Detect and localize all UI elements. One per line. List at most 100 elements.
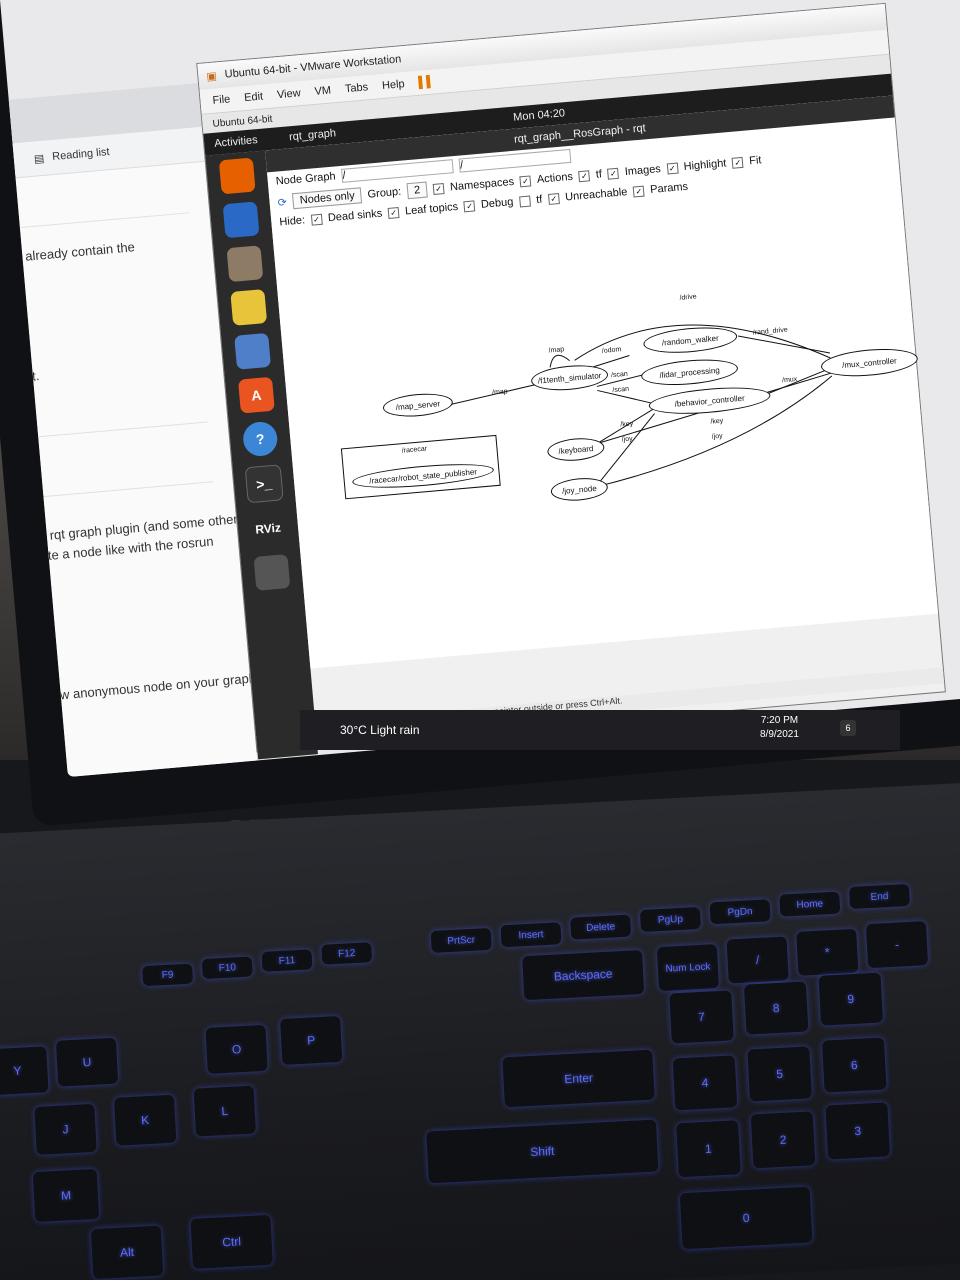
menu-edit[interactable]: Edit	[243, 90, 264, 105]
key-numlock[interactable]: Num Lock	[656, 944, 720, 992]
key-insert[interactable]: Insert	[500, 922, 562, 948]
menu-help[interactable]: Help	[381, 78, 406, 93]
software-icon[interactable]: A	[237, 376, 275, 414]
key-u[interactable]: U	[55, 1037, 119, 1087]
key-num9[interactable]: 9	[818, 972, 884, 1026]
namespaces-checkbox[interactable]: ✓	[432, 182, 445, 195]
vm-tab-ubuntu[interactable]: Ubuntu 64-bit	[212, 113, 273, 130]
refresh-icon[interactable]: ⟳	[277, 196, 288, 210]
group-label: Group:	[367, 185, 402, 201]
thunderbird-icon[interactable]	[222, 201, 260, 239]
notification-badge[interactable]: 6	[840, 720, 856, 736]
key-num3[interactable]: 3	[825, 1102, 891, 1160]
highlight-checkbox[interactable]: ✓	[666, 162, 679, 175]
key-num7[interactable]: 7	[669, 990, 734, 1044]
params-checkbox[interactable]: ✓	[632, 185, 645, 198]
key-j[interactable]: J	[34, 1103, 97, 1155]
rqt-icon[interactable]	[253, 554, 291, 591]
taskbar-date: 8/9/2021	[760, 729, 799, 740]
key-num6[interactable]: 6	[821, 1037, 887, 1093]
menu-view[interactable]: View	[276, 87, 302, 102]
reading-list-link[interactable]: Reading list	[51, 146, 111, 164]
activities-button[interactable]: Activities	[213, 134, 259, 150]
key-k[interactable]: K	[113, 1094, 177, 1146]
tf-checkbox[interactable]: ✓	[578, 169, 591, 182]
debug-label: Debug	[480, 196, 514, 211]
key-pgdn[interactable]: PgDn	[709, 899, 771, 925]
rviz-icon[interactable]: RViz	[249, 510, 287, 548]
key-o[interactable]: O	[205, 1024, 268, 1074]
terminal-icon[interactable]: >_	[244, 464, 284, 504]
key-f11[interactable]: F11	[261, 949, 313, 972]
tf2-checkbox[interactable]	[518, 195, 531, 207]
key-ctrl[interactable]: Ctrl	[190, 1214, 273, 1269]
key-prtscr[interactable]: PrtScr	[430, 927, 492, 953]
rhythmbox-icon[interactable]	[230, 289, 268, 326]
unreachable-checkbox[interactable]: ✓	[547, 192, 560, 205]
key-num8[interactable]: 8	[743, 981, 809, 1035]
vmware-icon: ▣	[205, 69, 218, 83]
page-text-line: d already contain the	[13, 239, 136, 265]
edge-label: /key	[620, 420, 634, 429]
key-divide[interactable]: /	[726, 936, 789, 984]
key-num1[interactable]: 1	[676, 1120, 741, 1178]
key-num2[interactable]: 2	[750, 1111, 816, 1169]
racecar-group-box	[340, 434, 501, 500]
key-num0[interactable]: 0	[679, 1186, 813, 1250]
key-p[interactable]: P	[280, 1015, 343, 1065]
plugin-title: Node Graph	[275, 170, 337, 188]
key-l[interactable]: L	[193, 1085, 257, 1137]
files-icon[interactable]	[226, 245, 264, 283]
key-multiply[interactable]: *	[796, 928, 859, 976]
pause-icon[interactable]: ▌▌	[418, 75, 435, 89]
key-f9[interactable]: F9	[142, 963, 194, 987]
taskbar-time: 7:20 PM	[760, 715, 799, 726]
key-y[interactable]: Y	[0, 1046, 49, 1096]
menu-tabs[interactable]: Tabs	[344, 81, 369, 96]
writer-icon[interactable]	[234, 332, 271, 370]
actions-checkbox[interactable]: ✓	[519, 174, 532, 187]
key-m[interactable]: M	[32, 1168, 100, 1223]
firefox-icon[interactable]	[218, 157, 256, 195]
key-num4[interactable]: 4	[672, 1055, 738, 1111]
group-spinbox[interactable]: 2	[406, 181, 428, 200]
edge-label: /map	[548, 346, 565, 355]
help-icon[interactable]: ?	[241, 420, 279, 458]
leaf-topics-checkbox[interactable]: ✓	[387, 206, 400, 219]
tf2-label: tf	[535, 193, 543, 207]
key-minus[interactable]: -	[865, 921, 929, 969]
images-checkbox[interactable]: ✓	[607, 167, 620, 180]
fit-checkbox[interactable]: ✓	[731, 156, 744, 169]
weather-widget[interactable]: 30°C Light rain	[340, 723, 420, 737]
key-shift[interactable]: Shift	[426, 1119, 659, 1184]
actions-label: Actions	[536, 170, 574, 186]
ros-graph-canvas[interactable]: /map_server /f1tenth_simulator /random_w…	[273, 191, 937, 664]
edge-label: /map	[491, 388, 508, 397]
leaf-topics-label: Leaf topics	[404, 200, 459, 218]
key-alt[interactable]: Alt	[90, 1225, 164, 1280]
reading-list-icon[interactable]: ▤	[33, 152, 45, 166]
tf-label: tf	[595, 168, 603, 181]
edge-label: /drive	[679, 293, 697, 302]
highlight-label: Highlight	[683, 157, 727, 174]
key-enter[interactable]: Enter	[502, 1049, 655, 1108]
key-home[interactable]: Home	[779, 891, 841, 917]
vmware-window: ▣ Ubuntu 64-bit - VMware Workstation Fil…	[196, 2, 946, 760]
key-pgup[interactable]: PgUp	[639, 906, 701, 933]
menu-vm[interactable]: VM	[314, 84, 332, 98]
app-menu[interactable]: rqt_graph	[288, 127, 337, 144]
dead-sinks-label: Dead sinks	[327, 207, 383, 225]
gnome-clock[interactable]: Mon 04:20	[512, 107, 566, 124]
key-num5[interactable]: 5	[747, 1046, 812, 1102]
key-end[interactable]: End	[848, 883, 910, 910]
namespaces-label: Namespaces	[449, 175, 515, 194]
taskbar-clock[interactable]: 7:20 PM 8/9/2021	[760, 714, 799, 742]
mode-select[interactable]: Nodes only	[292, 187, 363, 210]
menu-file[interactable]: File	[212, 93, 231, 107]
key-f12[interactable]: F12	[321, 942, 373, 965]
key-delete[interactable]: Delete	[570, 914, 632, 940]
key-f10[interactable]: F10	[201, 956, 253, 980]
key-backspace[interactable]: Backspace	[522, 949, 645, 1001]
debug-checkbox[interactable]: ✓	[463, 199, 476, 212]
dead-sinks-checkbox[interactable]: ✓	[310, 213, 323, 226]
